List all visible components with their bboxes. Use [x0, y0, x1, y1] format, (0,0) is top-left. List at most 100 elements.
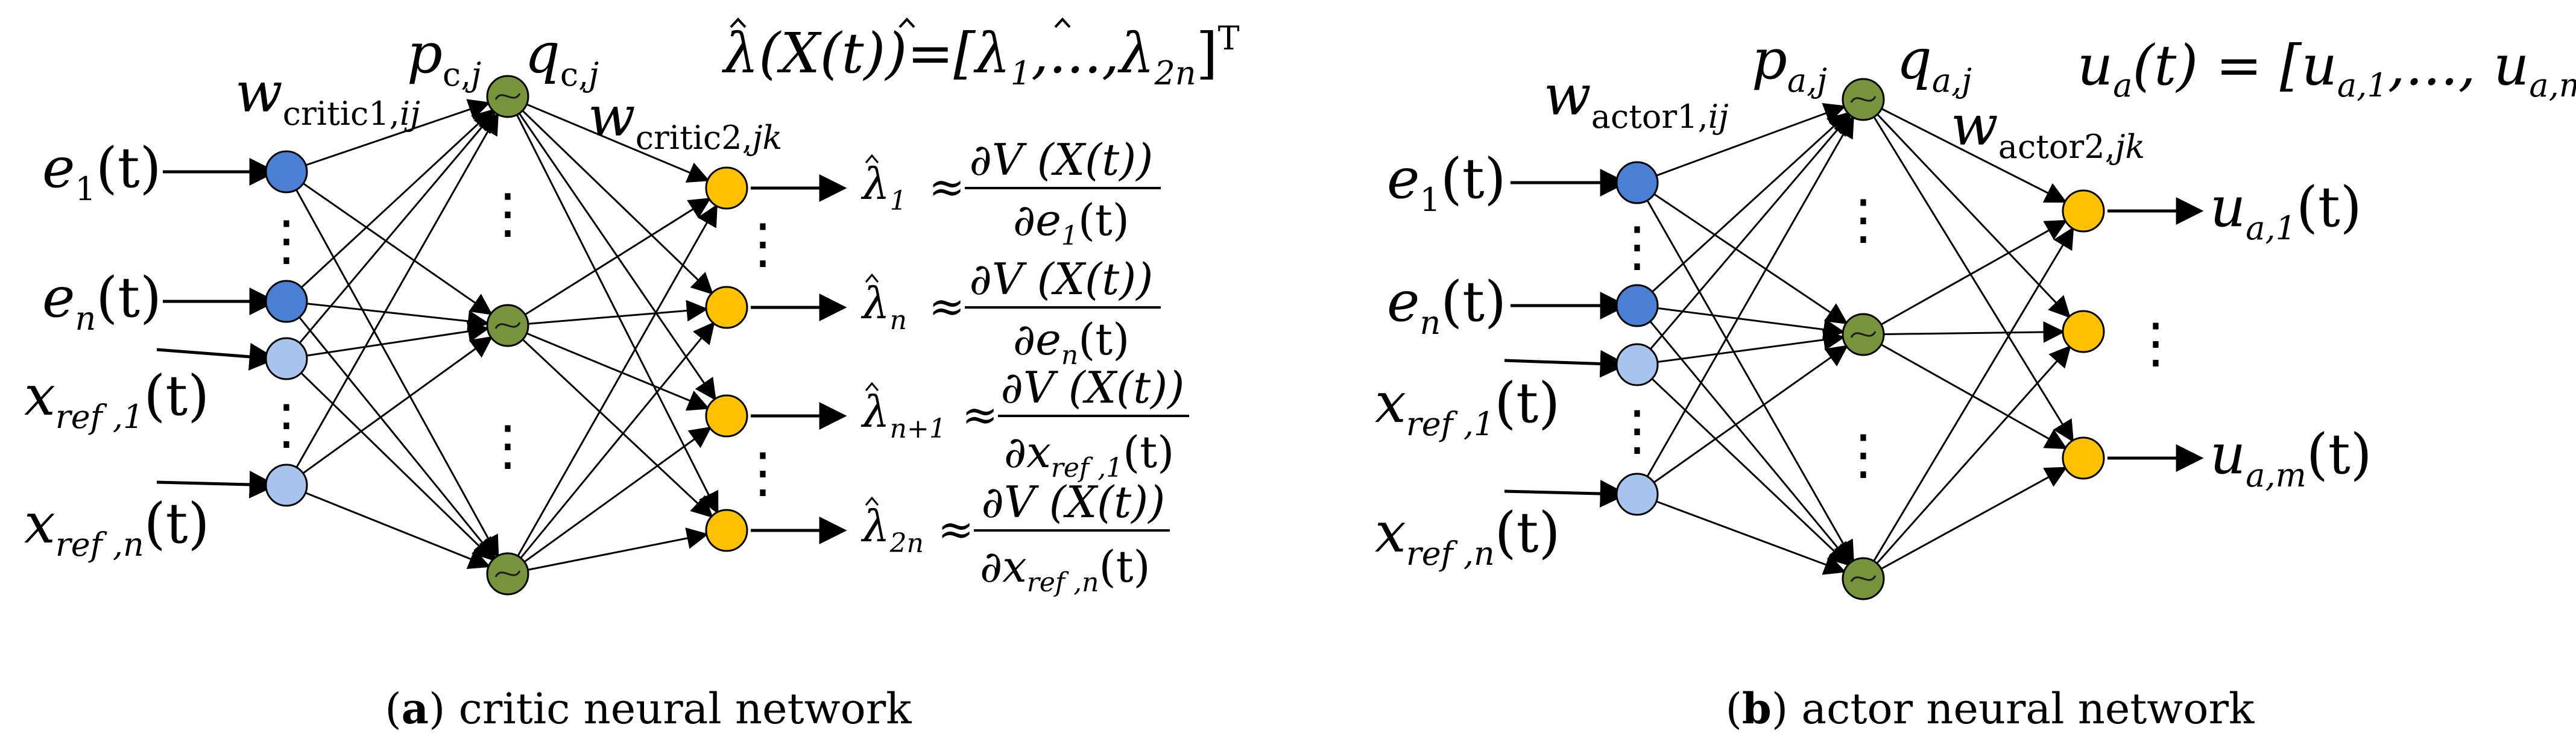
critic-l2-edge-1-3 [522, 339, 713, 518]
critic-input-label-xref1: xref ,1(t) [24, 363, 209, 436]
svg-text:λn: λn [860, 278, 907, 336]
critic-q-label: qc,j [525, 21, 599, 93]
svg-text:λ2n: λ2n [860, 501, 924, 559]
actor-l2b-edge-0-1 [1876, 345, 2071, 564]
actor-hidden-vdots-2: ⋮ [1836, 423, 1890, 486]
actor-output-vdots: ⋮ [2129, 312, 2183, 375]
critic-l2-edge-2-1 [520, 321, 715, 559]
critic-l1-edge-2-0 [298, 110, 496, 344]
actor-u-definition: ua(t) = [ua,1,..., ua,m]T [2077, 31, 2576, 104]
critic-hidden-node-3 [486, 552, 529, 596]
svg-text:∂xref ,1(t): ∂xref ,1(t) [1004, 427, 1174, 483]
critic-input-node-e1 [265, 150, 308, 193]
actor-input-node-xrefn [1615, 473, 1659, 516]
actor-output-node-2 [2062, 310, 2105, 353]
actor-input-label-e1: e1(t) [1387, 146, 1506, 219]
critic-caption: (a) critic neural network [385, 684, 912, 734]
critic-hidden-node-1 [486, 75, 529, 118]
actor-output-label-1: ua,1(t) [2210, 175, 2362, 247]
actor-l1-edge-3-2 [1656, 500, 1846, 575]
critic-lambda-definition-hats [730, 17, 1071, 28]
critic-l1-edge-2-1 [306, 321, 490, 357]
critic-l1-edge-2-2 [300, 372, 495, 561]
critic-lambda-definition: λ(X(t))=[λ1,...,λ2n]T [721, 19, 1240, 92]
actor-l1-edge-1-1 [1657, 307, 1845, 341]
actor-l2b-edge-0-0 [1873, 227, 2074, 562]
critic-l2-edge-2-0 [517, 204, 718, 557]
actor-l1-edge-0-2 [1646, 200, 1854, 563]
critic-output-vdots-2: ⋮ [736, 441, 790, 505]
actor-l1-edge-3-0 [1646, 115, 1854, 477]
critic-p-label: pc,j [407, 21, 481, 93]
critic-input-label-xrefn: xref ,n(t) [24, 491, 210, 564]
critic-l1-edge-3-0 [295, 112, 499, 468]
actor-l1-edge-2-0 [1649, 113, 1852, 350]
actor-input-node-e1 [1615, 161, 1659, 204]
actor-input-label-en: en(t) [1387, 269, 1506, 342]
critic-l2-edge-1-0 [525, 198, 712, 316]
critic-output-eq-n: λn ≈ ∂V (X(t)) ∂en(t) [860, 254, 1161, 371]
actor-p-label: pa,j [1752, 27, 1827, 99]
critic-output-eq-2n: λ2n ≈ ∂V (X(t)) ∂xref ,n(t) [860, 477, 1170, 598]
actor-w2-label: wactor2,jk [1951, 93, 2145, 166]
actor-hidden-node-3 [1842, 557, 1885, 600]
critic-output-eq-1: λ1 ≈ ∂V (X(t)) ∂e1(t) [860, 134, 1161, 251]
svg-text:≈: ≈ [929, 162, 965, 212]
actor-hidden-node-1 [1842, 78, 1885, 121]
svg-text:≈: ≈ [929, 281, 965, 332]
actor-edges [1646, 103, 2074, 575]
critic-input-node-xrefn [265, 464, 308, 507]
actor-input-arrow-xrefn [1504, 479, 1628, 508]
svg-text:∂xref ,n(t): ∂xref ,n(t) [980, 541, 1151, 598]
actor-input-vdots-1: ⋮ [1610, 215, 1664, 278]
critic-l2-edge-2-3 [528, 527, 709, 571]
critic-hidden-node-2 [486, 304, 529, 347]
critic-l1-edge-3-1 [302, 336, 493, 474]
critic-input-vdots-2: ⋮ [259, 393, 314, 456]
critic-input-label-e1: e1(t) [42, 136, 162, 208]
svg-text:≈: ≈ [962, 389, 998, 440]
critic-output-eq-n1: λn+1 ≈ ∂V (X(t)) ∂xref ,1(t) [860, 362, 1189, 483]
actor-l2b-edge-0-2 [1881, 467, 2068, 570]
critic-l2-edge-0-3 [516, 114, 719, 514]
actor-l1-edge-2-1 [1657, 329, 1845, 363]
critic-input-label-en: en(t) [42, 265, 162, 338]
critic-l2-edge-0-0 [526, 103, 710, 183]
svg-text:∂V (X(t)): ∂V (X(t)) [970, 134, 1154, 185]
critic-edges [295, 99, 719, 571]
critic-l2-edge-0-1 [522, 110, 714, 295]
critic-w1-label: wcritic1,ij [235, 60, 420, 133]
critic-input-arrow-xrefn [156, 470, 277, 498]
actor-l2-edge-0-0 [1881, 108, 2067, 203]
svg-text:∂V (X(t)): ∂V (X(t)) [982, 477, 1166, 527]
actor-caption: (b) actor neural network [1726, 684, 2255, 734]
actor-input-node-xref1 [1615, 343, 1659, 386]
critic-hidden-vdots-2: ⋮ [481, 414, 535, 477]
svg-text:∂en(t): ∂en(t) [1013, 314, 1129, 371]
actor-w1-label: wactor1,ij [1544, 63, 1729, 136]
critic-hidden-vdots-1: ⋮ [481, 182, 535, 245]
actor-input-vdots-2: ⋮ [1610, 399, 1664, 462]
actor-output-node-m [2062, 436, 2105, 480]
critic-output-node-n [705, 286, 748, 329]
svg-text:∂V (X(t)): ∂V (X(t)) [970, 254, 1154, 304]
critic-output-node-n1 [705, 394, 748, 438]
actor-input-label-xref1: xref ,1(t) [1375, 371, 1560, 443]
actor-l1-edge-3-1 [1653, 345, 1849, 483]
actor-input-arrow-xref1 [1504, 350, 1628, 378]
critic-l1-edge-1-1 [306, 303, 490, 332]
actor-l2-edge-0-1 [1877, 113, 2071, 318]
critic-output-node-2n [705, 509, 748, 552]
critic-input-arrow-xref1 [156, 342, 277, 371]
svg-text:≈: ≈ [938, 504, 974, 555]
actor-l2-edge-0-2 [1873, 116, 2074, 443]
svg-text:λn+1: λn+1 [860, 386, 946, 444]
actor-q-label: qa,j [1896, 27, 1972, 99]
actor-output-node-1 [2062, 189, 2105, 233]
actor-l1-edge-0-0 [1656, 103, 1846, 177]
actor-l2-edge-1-1 [1883, 321, 2065, 343]
critic-l1-edge-0-0 [305, 99, 491, 166]
critic-l2-edge-1-1 [528, 300, 709, 325]
actor-l1-edge-1-0 [1652, 112, 1850, 293]
